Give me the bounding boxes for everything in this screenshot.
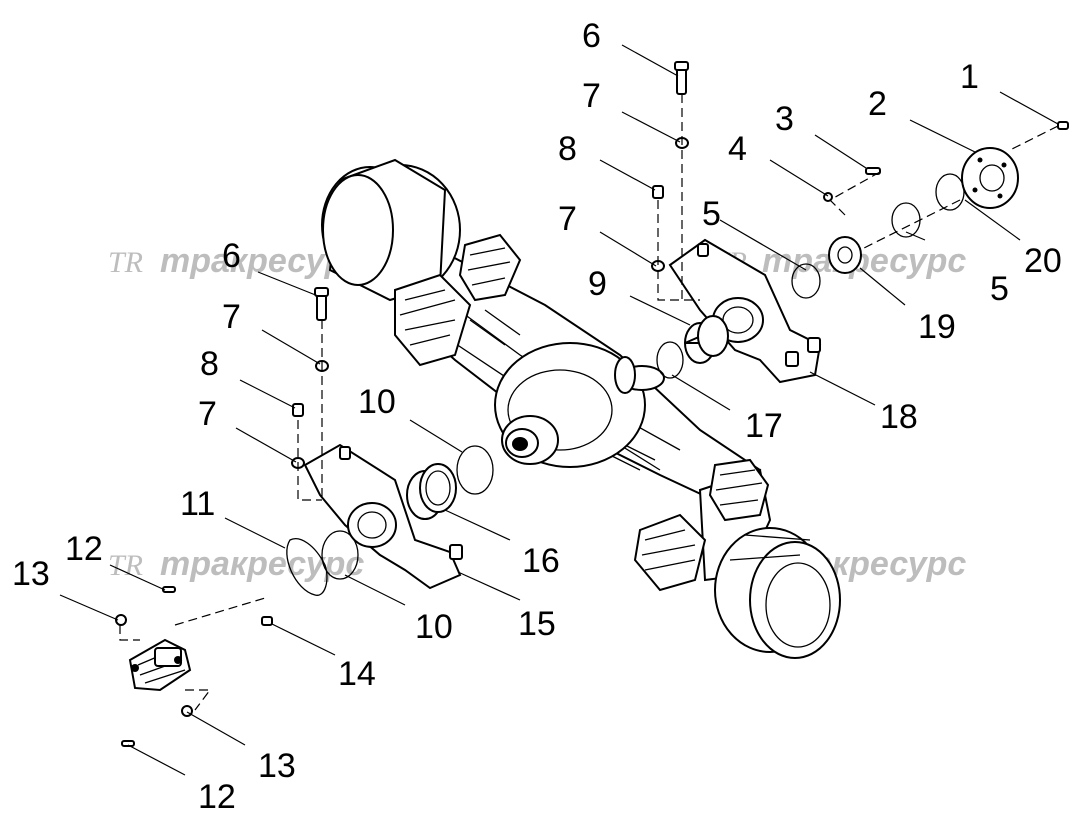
- bolt-6-lower: [314, 287, 329, 321]
- bolt-3: [865, 167, 881, 175]
- hub-left: [321, 158, 522, 367]
- bolt-1: [1057, 121, 1069, 130]
- leader-lines: [59, 44, 1059, 776]
- callout-20: 20: [1024, 242, 1062, 280]
- axle-housing: [398, 238, 762, 512]
- flange-19: [828, 236, 862, 274]
- hub-right: [633, 458, 841, 659]
- assembly-paths: [119, 94, 1059, 711]
- bushing-9: [684, 315, 729, 364]
- callout-7: 7: [198, 395, 217, 433]
- ring-10-a: [456, 445, 494, 495]
- callout-10: 10: [415, 608, 453, 646]
- callout-6: 6: [582, 17, 601, 55]
- watermark-3: TR тракресурс: [108, 545, 364, 583]
- callout-12: 12: [198, 778, 236, 816]
- callout-5: 5: [702, 195, 721, 233]
- callout-8: 8: [558, 130, 577, 168]
- callout-18: 18: [880, 398, 918, 436]
- callout-11: 11: [180, 485, 215, 523]
- watermark-logo: TR: [108, 549, 143, 582]
- callout-2: 2: [868, 85, 887, 123]
- callout-7: 7: [558, 200, 577, 238]
- bolt-14: [261, 616, 273, 626]
- callout-1: 1: [960, 58, 979, 96]
- snap-ring-11: [286, 538, 328, 596]
- callout-7: 7: [582, 77, 601, 115]
- callout-12: 12: [65, 530, 103, 568]
- callout-5: 5: [990, 270, 1009, 308]
- ring-17: [656, 341, 684, 379]
- gasket-20: [935, 173, 965, 211]
- callout-3: 3: [775, 100, 794, 138]
- callout-9: 9: [588, 265, 607, 303]
- callout-10: 10: [358, 383, 396, 421]
- bolt-6-upper: [674, 61, 689, 95]
- callout-8: 8: [200, 345, 219, 383]
- callout-19: 19: [918, 308, 956, 346]
- watermark-2: TR тракресурс: [712, 242, 966, 280]
- watermark-text: тракресурс: [762, 242, 966, 280]
- callout-7: 7: [222, 298, 241, 336]
- ring-5-b: [791, 263, 821, 299]
- callout-13: 13: [258, 747, 296, 785]
- nut-8-b: [292, 403, 304, 417]
- callout-13: 13: [12, 555, 50, 593]
- watermark-logo: TR: [108, 246, 143, 279]
- callout-16: 16: [522, 542, 560, 580]
- watermark-text: тракресурс: [160, 545, 364, 583]
- mount-bracket-15: [303, 443, 463, 590]
- mount-bracket-18: [668, 238, 822, 384]
- nut-8-a: [652, 185, 664, 199]
- callout-15: 15: [518, 605, 556, 643]
- callouts: 1 2 3 4 5 5 6 6 7 7 7 7 8 8 9 10 10 11 1…: [12, 17, 1062, 816]
- cardan-joint: [128, 638, 192, 692]
- ring-10-b: [321, 530, 359, 580]
- cover-plate-2: [961, 147, 1019, 209]
- callout-14: 14: [338, 655, 376, 693]
- washer-13-a: [115, 614, 127, 626]
- callout-17: 17: [745, 407, 783, 445]
- bushing-16: [406, 463, 457, 520]
- callout-4: 4: [728, 130, 747, 168]
- bolt-12-b: [121, 740, 135, 747]
- callout-6: 6: [222, 237, 241, 275]
